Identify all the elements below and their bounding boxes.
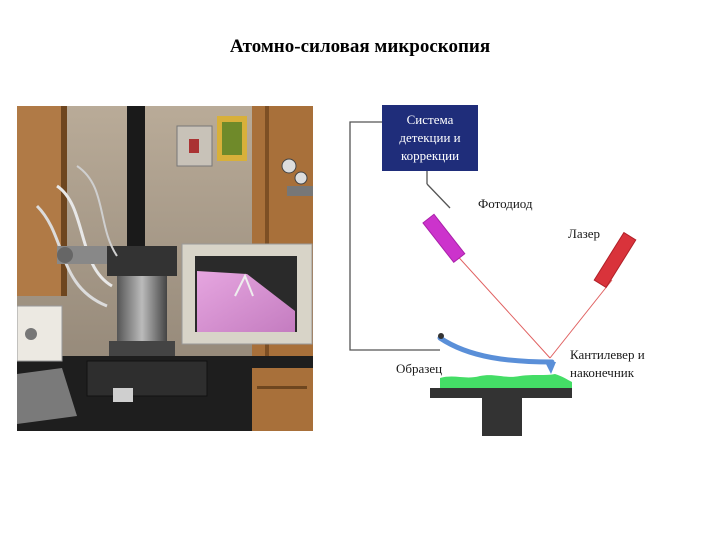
microscope-base [86,360,208,397]
detection-box-line-1: Система [407,112,454,127]
sample-stage-base [482,398,522,436]
detection-system-box [382,105,478,171]
sample-surface [440,374,572,388]
feedback-wire [349,121,440,351]
afm-photo-illustration [17,106,313,431]
wood-cabinet [17,106,65,296]
cantilever [437,335,555,365]
afm-schematic-svg: Система детекции и коррекции Фотодиод Ла… [349,105,645,436]
sample-stage-top [430,388,572,398]
detection-box-line-3: коррекции [401,148,459,163]
cantilever-label-line-2: наконечник [570,365,635,380]
cantilever-mount [438,333,444,339]
sample-label: Образец [396,361,442,376]
microscope-column [127,106,145,246]
tip [545,362,556,374]
afm-schematic: Система детекции и коррекции Фотодиод Ла… [340,100,680,445]
laser [593,231,637,289]
cantilever-label-line-1: Кантилевер и [570,347,645,362]
reflected-beam [442,239,551,359]
photodiode-label: Фотодиод [478,196,533,211]
photodiode [422,213,466,264]
afm-lab-photo [17,106,313,431]
page-title: Атомно-силовая микроскопия [229,36,491,57]
monitor-screen-image [197,271,295,332]
microscope-body [117,276,167,346]
microscope-head [107,246,177,276]
incident-beam [549,279,613,359]
detection-box-line-2: детекции и [399,130,460,145]
laser-label: Лазер [568,226,600,241]
